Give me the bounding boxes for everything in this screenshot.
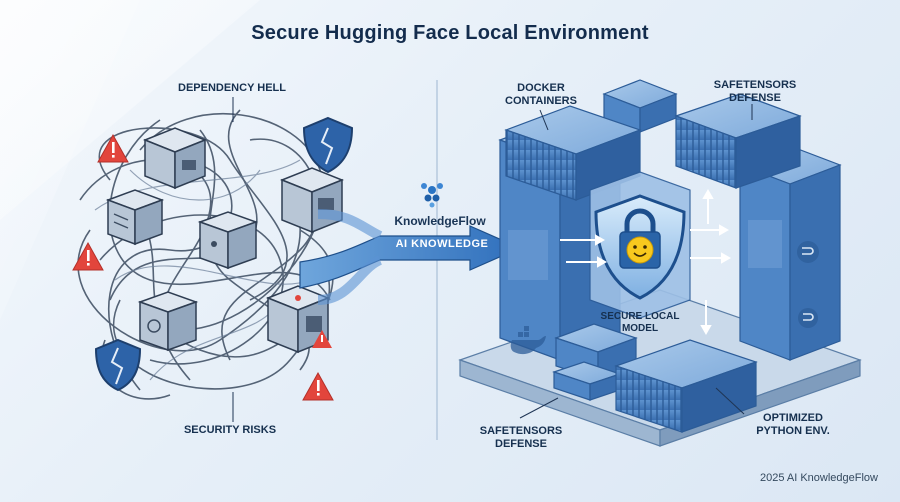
python-icon (797, 241, 819, 263)
safetensors-defense-label-top: SAFETENSORS DEFENSE (713, 79, 797, 104)
dependency-hell-label: DEPENDENCY HELL (178, 82, 286, 94)
leader-lines (232, 97, 753, 422)
broken-shield-icon (94, 338, 142, 392)
flow-arrows (560, 188, 732, 336)
footer-credit: 2025 AI KnowledgeFlow (759, 472, 878, 484)
hugging-face-icon (626, 236, 654, 264)
docker-containers-label: DOCKER CONTAINERS (505, 82, 577, 107)
tangled-dependencies (77, 109, 345, 400)
warning-icon (72, 241, 104, 271)
docker-container (504, 105, 642, 201)
warning-icon (97, 133, 129, 163)
container-block (552, 361, 622, 401)
python-icon (798, 308, 818, 328)
dependency-cube (142, 127, 208, 190)
docker-container (674, 93, 802, 189)
light-rays-2 (0, 0, 140, 320)
dependency-cube (197, 211, 259, 270)
dependency-cube (265, 285, 331, 354)
knowledgeflow-logo-icon (421, 183, 443, 208)
dependency-cube (137, 291, 199, 352)
secure-local-model-label: SECURE LOCAL MODEL (600, 311, 680, 334)
safetensors-defense-label-bottom: SAFETENSORS DEFENSE (479, 425, 563, 450)
broken-shield-icon (302, 116, 354, 174)
warning-icon (302, 371, 334, 401)
dependency-cube (279, 167, 345, 234)
dependency-cube (105, 189, 165, 246)
arrow-label: AI KNOWLEDGE (395, 238, 489, 250)
warning-icon (312, 330, 332, 348)
security-risks-label: SECURITY RISKS (183, 424, 277, 436)
knowledge-arrow (299, 209, 522, 305)
docker-whale-icon (510, 326, 546, 355)
page-title: Secure Hugging Face Local Environment (251, 22, 649, 44)
optimized-python-label: OPTIMIZED PYTHON ENV. (756, 412, 830, 437)
docker-container (614, 339, 758, 433)
brand-name: KnowledgeFlow (394, 214, 486, 228)
